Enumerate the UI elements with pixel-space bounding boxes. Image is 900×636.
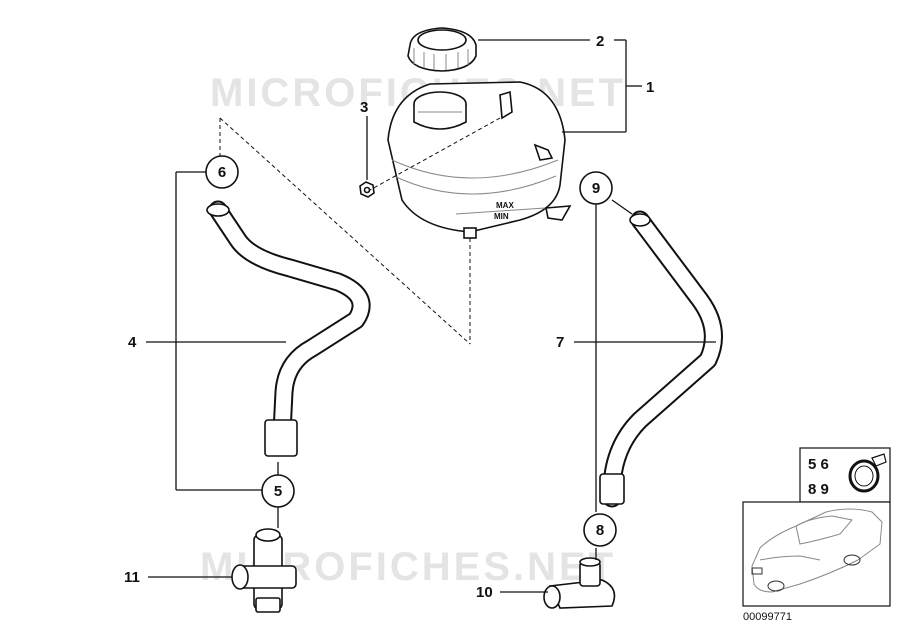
- callout-11: 11: [124, 569, 140, 586]
- callout-7: 7: [556, 334, 564, 351]
- expansion-tank-cap: [407, 27, 477, 72]
- hose-clamp-inset: 5 6 8 9: [799, 447, 891, 503]
- callout-8: 8: [596, 522, 604, 539]
- callout-6-circle: [205, 155, 239, 189]
- car-outline-icon: [751, 508, 883, 593]
- callout-4: 4: [128, 334, 137, 351]
- clip-box-row1: 5 6: [808, 456, 829, 473]
- callout-1: 1: [646, 79, 654, 96]
- left-coolant-hose: [206, 200, 371, 457]
- callout-10: 10: [476, 584, 493, 601]
- expansion-tank: MAX MIN: [387, 81, 572, 239]
- vehicle-locator-inset: 00099771: [742, 501, 891, 623]
- callout-6: 6: [218, 164, 226, 181]
- tank-max-label: MAX: [496, 201, 514, 210]
- callout-5-circle: [261, 474, 295, 508]
- leader-lines: [146, 39, 716, 593]
- t-connector-left: [231, 528, 297, 613]
- callout-2: 2: [596, 33, 604, 50]
- callout-8-circle: [583, 513, 617, 547]
- callout-3: 3: [360, 99, 368, 116]
- tank-min-label: MIN: [494, 212, 509, 221]
- clip-box-row2: 8 9: [808, 481, 829, 498]
- hose-clamp-icon: [848, 453, 887, 493]
- right-coolant-hose: [599, 210, 723, 508]
- diagram-code: 00099771: [743, 611, 792, 623]
- callout-9-circle: [579, 171, 613, 205]
- hex-nut: [359, 181, 375, 198]
- callout-labels: 2 1 3 4 7 11 10 6 5 9 8: [124, 33, 654, 601]
- callout-9: 9: [592, 180, 600, 197]
- callout-5: 5: [274, 483, 282, 500]
